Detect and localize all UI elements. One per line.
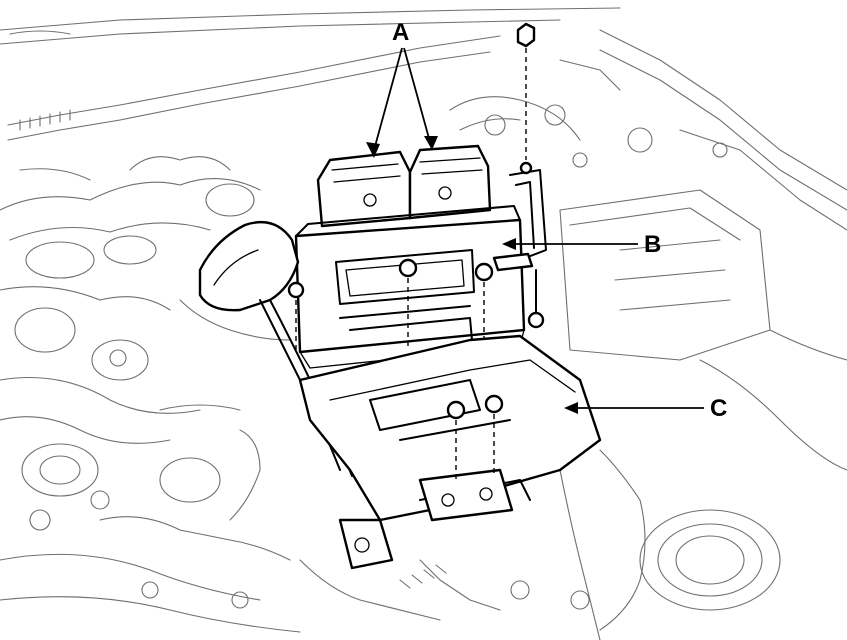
ecm-lower-bracket (298, 334, 602, 570)
callout-a-label: A (392, 19, 409, 46)
ecm-connectors (316, 144, 492, 228)
ecm-bracket (294, 205, 526, 369)
callout-c: C (564, 395, 727, 422)
callout-b-label: B (644, 231, 661, 258)
mounting-bolts (287, 258, 504, 480)
engine-bay-background (0, 7, 847, 640)
callout-b: B (502, 231, 661, 258)
callout-a: A (366, 19, 438, 158)
mounting-bracket-b (492, 169, 547, 329)
mounting-nut (516, 22, 536, 175)
callout-c-label: C (710, 395, 727, 422)
